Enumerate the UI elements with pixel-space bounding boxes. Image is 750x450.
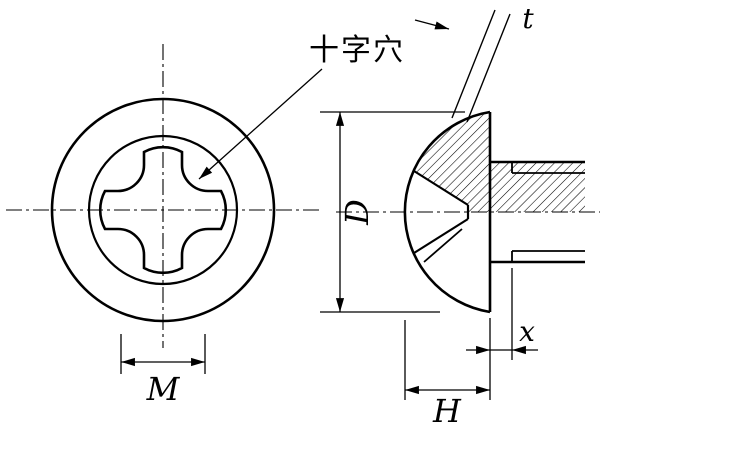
head-outer-circle (50, 97, 276, 323)
head-dome-outline (403, 110, 491, 314)
front-view: M 十字穴 (6, 33, 405, 408)
recess-label: 十字穴 (309, 33, 405, 68)
dimension-label-d: D (338, 199, 376, 226)
side-section-view: t D x H (320, 2, 600, 430)
recess-cavity-upper-wall (413, 170, 469, 206)
t-arrow (414, 19, 450, 30)
dimension-label-t: t (522, 2, 534, 35)
recess-cavity-lower-wall (413, 218, 469, 254)
dimension-label-h: H (432, 392, 462, 430)
t-extension-line-2 (466, 13, 511, 123)
recess-leader-line (198, 68, 323, 180)
dimension-label-x: x (519, 315, 535, 348)
t-extension-line-1 (451, 9, 496, 119)
phillips-recess-shape (98, 145, 228, 275)
head-inner-circle (87, 134, 239, 286)
dimension-label-m: M (146, 370, 181, 408)
recess-slot-exterior-edge (423, 228, 463, 263)
